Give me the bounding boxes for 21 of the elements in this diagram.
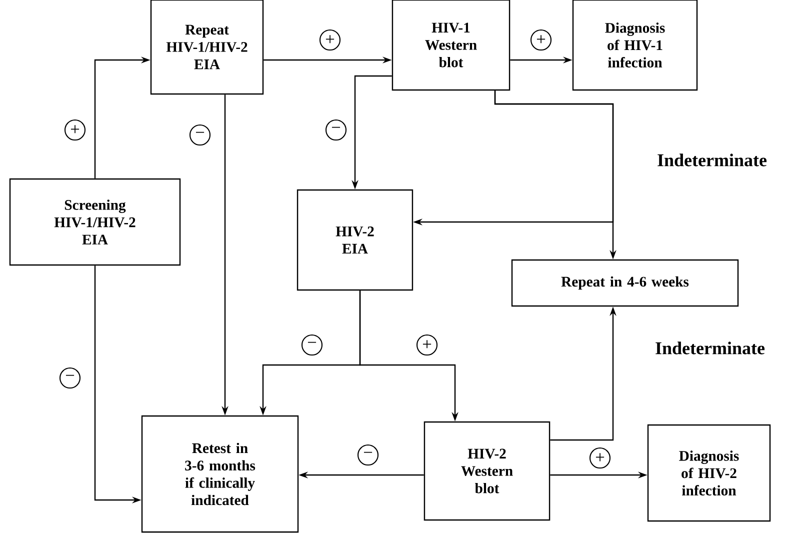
circled-sign: − [325, 119, 347, 141]
circled-sign: − [189, 124, 211, 146]
process-box: Repeat in 4-6 weeks [511, 259, 739, 307]
process-box: Diagnosis of HIV-2 infection [647, 424, 771, 522]
edge-label: Indeterminate [654, 340, 766, 356]
circled-sign: + [589, 447, 611, 469]
circled-sign: + [416, 334, 438, 356]
circled-sign: + [64, 119, 86, 141]
circled-sign: − [59, 367, 81, 389]
edge-label: Indeterminate [656, 152, 768, 168]
process-box: Screening HIV-1/HIV-2 EIA [9, 178, 181, 266]
circled-sign: − [301, 334, 323, 356]
process-box: HIV-1 Western blot [392, 0, 510, 91]
process-box: Diagnosis of HIV-1 infection [572, 0, 698, 91]
circled-sign: + [319, 29, 341, 51]
circled-sign: − [357, 444, 379, 466]
circled-sign: + [530, 29, 552, 51]
process-box: HIV-2 Western blot [424, 421, 550, 521]
process-box: Retest in 3-6 months if clinically indicated [141, 415, 299, 533]
process-box: Repeat HIV-1/HIV-2 EIA [150, 0, 264, 95]
process-box: HIV-2 EIA [296, 189, 414, 291]
